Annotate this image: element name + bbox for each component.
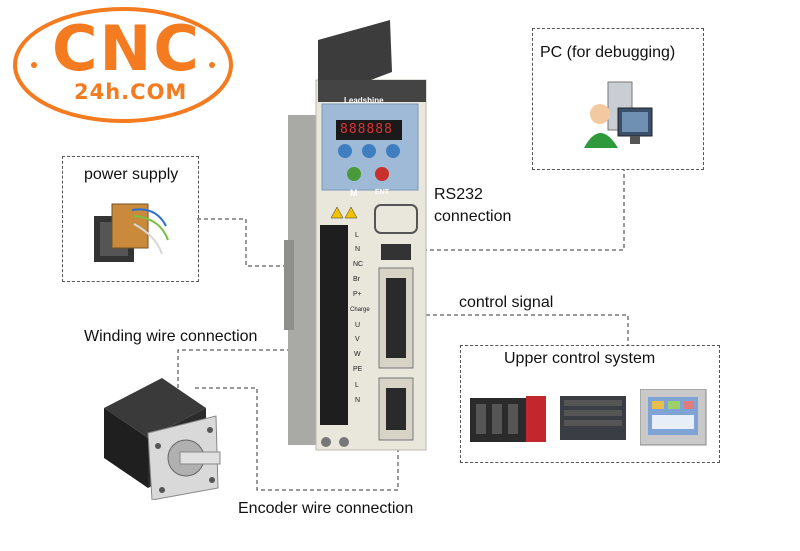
control-signal-label: control signal — [459, 294, 554, 311]
rs232-label-line2: connection — [434, 208, 512, 225]
winding-line — [177, 349, 330, 395]
charge-label: Charge — [350, 307, 370, 313]
terminal-label: U — [355, 322, 361, 329]
cnc24h-logo: CNC 24h.COM — [12, 6, 234, 124]
hmi-icon — [640, 389, 708, 447]
terminal-label: V — [355, 336, 360, 343]
industrial-pc-icon — [560, 392, 630, 442]
transformer-icon — [86, 196, 176, 274]
terminal-label: N — [355, 246, 361, 253]
control-signal-line — [412, 314, 629, 345]
encoder-line — [195, 387, 399, 491]
terminal-label: NC — [353, 261, 364, 268]
logo-sub-text: 24h.COM — [74, 80, 188, 104]
drive-display: 888888 — [340, 122, 393, 137]
pc-label: PC (for debugging) — [540, 44, 676, 61]
terminal-label: L — [355, 382, 359, 389]
pc-box — [532, 28, 704, 170]
encoder-label: Encoder wire connection — [238, 500, 414, 517]
drive-button-ent: ENT — [375, 189, 389, 196]
terminal-label: P+ — [353, 291, 362, 298]
rs232-label-line1: RS232 — [434, 186, 483, 203]
upper-control-label: Upper control system — [504, 350, 656, 367]
logo-main-text: CNC — [52, 12, 201, 85]
drive-brand: Leadshine — [344, 96, 384, 105]
power-supply-label: power supply — [84, 166, 179, 183]
terminal-label: Br — [353, 276, 360, 283]
terminal-label: PE — [353, 366, 363, 373]
winding-label: Winding wire connection — [84, 328, 258, 345]
terminal-label: W — [354, 351, 361, 358]
rs232-line — [395, 170, 625, 251]
servo-drive: Leadshine 888888 M ENT L N NC Br P+ Char… — [282, 20, 432, 460]
power-supply-line — [197, 218, 320, 267]
drive-button-m: M — [350, 188, 358, 198]
upper-control-box — [460, 345, 720, 463]
pc-icon — [576, 78, 656, 160]
terminal-label: N — [355, 397, 361, 404]
power-supply-box — [62, 156, 199, 282]
servo-motor — [96, 378, 226, 500]
terminal-label: L — [355, 232, 359, 239]
plc-icon — [470, 392, 548, 444]
